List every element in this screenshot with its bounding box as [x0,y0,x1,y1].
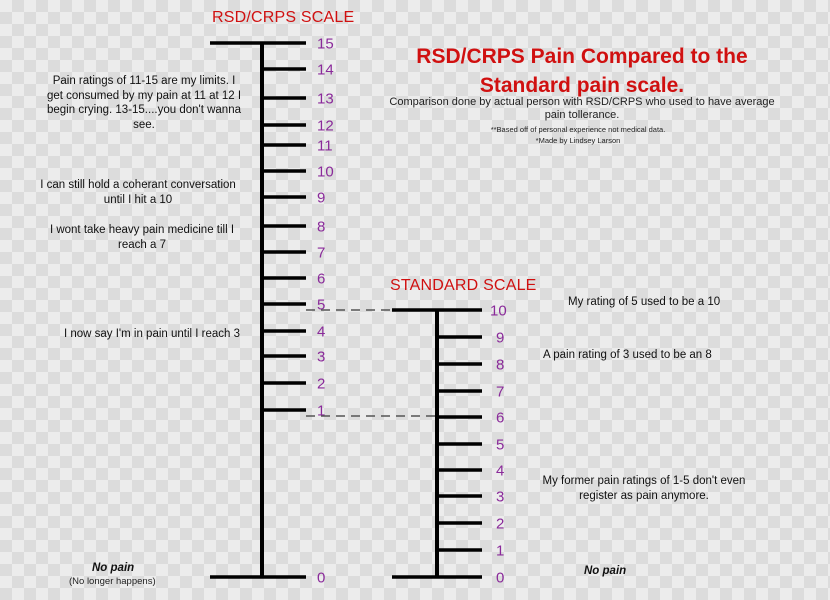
main-title-line-1: RSD/CRPS Pain Compared to the [416,45,748,68]
rsd-tick-label-5: 5 [317,297,325,314]
rsd-tick-label-6: 6 [317,271,325,288]
std-tick-label-6: 6 [496,410,504,427]
note-std-3-8: A pain rating of 3 used to be an 8 [543,349,712,361]
std-tick-label-10: 10 [490,303,507,320]
rsd-tick-label-3: 3 [317,349,325,366]
rsd-tick-label-1: 1 [317,403,325,420]
main-title-line-2: Standard pain scale. [479,74,685,97]
std-tick-label-4: 4 [496,463,504,480]
rsd-tick-label-8: 8 [317,219,325,236]
footnote-data-source: **Based off of personal experience not m… [490,125,666,134]
rsd-tick-label-14: 14 [317,62,334,79]
rsd-tick-label-11: 11 [317,138,333,155]
std-tick-label-0: 0 [496,570,504,587]
note-rsd-3: I now say I'm in pain until I reach 3 [63,328,241,340]
note-rsd-10: I can still hold a coherant conversation… [40,179,236,206]
note-std-5-10: My rating of 5 used to be a 10 [568,296,721,308]
no-pain-right: No pain [584,565,627,577]
rsd-tick-label-9: 9 [317,190,325,207]
rsd-tick-label-12: 12 [317,118,334,135]
std-tick-label-8: 8 [496,357,504,374]
rsd-scale-title: RSD/CRPS SCALE [212,9,355,26]
rsd-tick-label-10: 10 [317,164,334,181]
rsd-tick-label-2: 2 [317,376,325,393]
standard-scale: 0 1 2 3 4 5 6 7 8 9 10 [392,303,507,587]
std-tick-label-9: 9 [496,330,504,347]
rsd-tick-label-13: 13 [317,91,334,108]
note-rsd-11-15: Pain ratings of 11-15 are my limits. I g… [46,75,242,131]
std-tick-label-2: 2 [496,516,504,533]
rsd-tick-label-7: 7 [317,245,325,262]
main-title: RSD/CRPS Pain Compared to the Standard p… [372,42,792,100]
std-tick-label-1: 1 [496,543,504,560]
std-tick-label-5: 5 [496,437,504,454]
std-tick-label-7: 7 [496,384,504,401]
rsd-tick-label-4: 4 [317,324,325,341]
no-pain-left: No pain [92,562,135,574]
rsd-tick-label-15: 15 [317,36,334,53]
comparison-connectors [306,309,437,417]
note-std-1-5: My former pain ratings of 1-5 don't even… [542,475,746,502]
subtitle: Comparison done by actual person with RS… [389,96,775,121]
note-rsd-7: I wont take heavy pain medicine till I r… [49,224,235,251]
std-tick-label-3: 3 [496,489,504,506]
rsd-tick-label-0: 0 [317,570,325,587]
no-longer-happens: (No longer happens) [69,576,156,587]
footnote-author: *Made by Lindsey Larson [535,136,621,145]
standard-scale-title: STANDARD SCALE [390,277,537,294]
